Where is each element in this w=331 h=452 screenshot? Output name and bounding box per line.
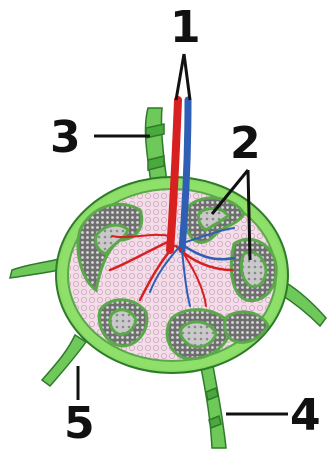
- label-5: 5: [64, 402, 95, 446]
- leader-line-1b: [184, 54, 190, 100]
- label-1: 1: [170, 6, 201, 50]
- label-2: 2: [230, 122, 261, 166]
- label-3: 3: [50, 116, 81, 160]
- leader-line-1a: [176, 54, 184, 100]
- label-4: 4: [290, 394, 321, 438]
- efferent-vessel: [200, 360, 226, 448]
- leader-line-2b: [248, 170, 250, 260]
